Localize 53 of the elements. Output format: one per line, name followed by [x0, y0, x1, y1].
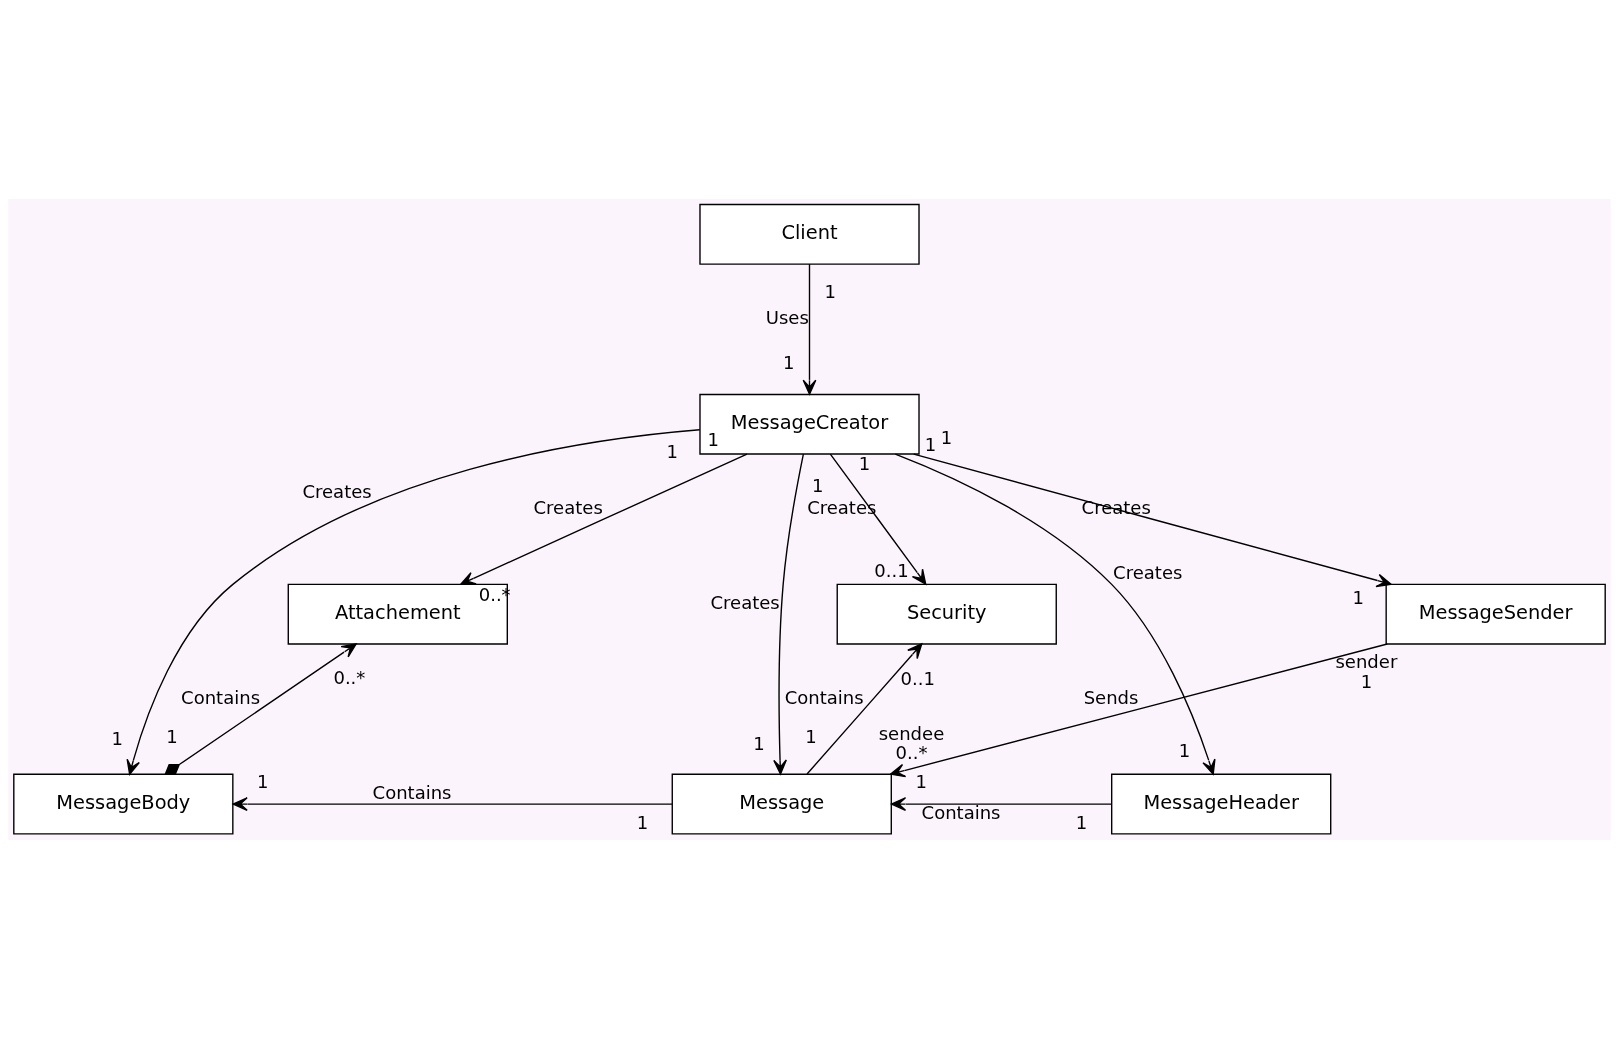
- label: 1: [1360, 670, 1373, 692]
- arrow: [889, 642, 1388, 777]
- edge-label: Contains: [372, 781, 452, 803]
- arrow: [773, 452, 805, 775]
- label: sender: [1335, 650, 1398, 672]
- arrow: [802, 262, 817, 395]
- label: 1: [753, 732, 765, 754]
- edge-label: Creates: [533, 496, 603, 518]
- arrow: [126, 428, 701, 775]
- node-box: MessageBody: [13, 773, 234, 835]
- arrow: [894, 452, 1216, 775]
- node-box: MessageHeader: [1111, 773, 1332, 835]
- arrow: [806, 642, 923, 775]
- label: 0..*: [333, 666, 366, 688]
- label: 1: [805, 725, 817, 747]
- edge-label: Contains: [921, 801, 1001, 822]
- arrow: [829, 452, 927, 585]
- node-box: Message: [671, 773, 892, 835]
- node-box: Client: [699, 203, 920, 265]
- arrow: [913, 452, 1392, 587]
- label: 1: [636, 811, 649, 833]
- label: 1: [111, 727, 124, 749]
- edge-label: Contains: [181, 686, 261, 708]
- label: 1: [1352, 586, 1365, 608]
- edge-label: Uses: [765, 306, 809, 328]
- label: 1: [940, 426, 953, 448]
- label: 1: [924, 433, 937, 455]
- label: sendee: [878, 722, 945, 744]
- label: 1: [1178, 739, 1191, 761]
- label: 1: [707, 428, 719, 450]
- label: 1: [858, 452, 871, 474]
- arrow: [890, 796, 1112, 811]
- edge-label: Creates: [1113, 561, 1183, 583]
- arrow: [460, 452, 748, 585]
- label: 1: [166, 725, 178, 747]
- node-box: MessageSender: [1385, 583, 1606, 645]
- label: 1: [257, 770, 269, 792]
- label: 0..1: [900, 667, 935, 689]
- edge-label: Contains: [784, 686, 864, 708]
- label: 1: [915, 770, 927, 792]
- label: 0..*: [895, 741, 928, 763]
- label: 1: [1075, 811, 1088, 833]
- label: 1: [812, 474, 824, 496]
- edge-label: Creates: [302, 480, 372, 502]
- label: 1: [824, 280, 836, 302]
- arrow: [164, 642, 357, 775]
- label: 1: [783, 351, 795, 373]
- arrow: [232, 796, 673, 811]
- label: 0..1: [874, 559, 909, 581]
- label: 1: [666, 440, 679, 462]
- edge-label: Sends: [1083, 686, 1139, 708]
- edge-label: Creates: [710, 591, 780, 613]
- node-box: Security: [836, 583, 1057, 645]
